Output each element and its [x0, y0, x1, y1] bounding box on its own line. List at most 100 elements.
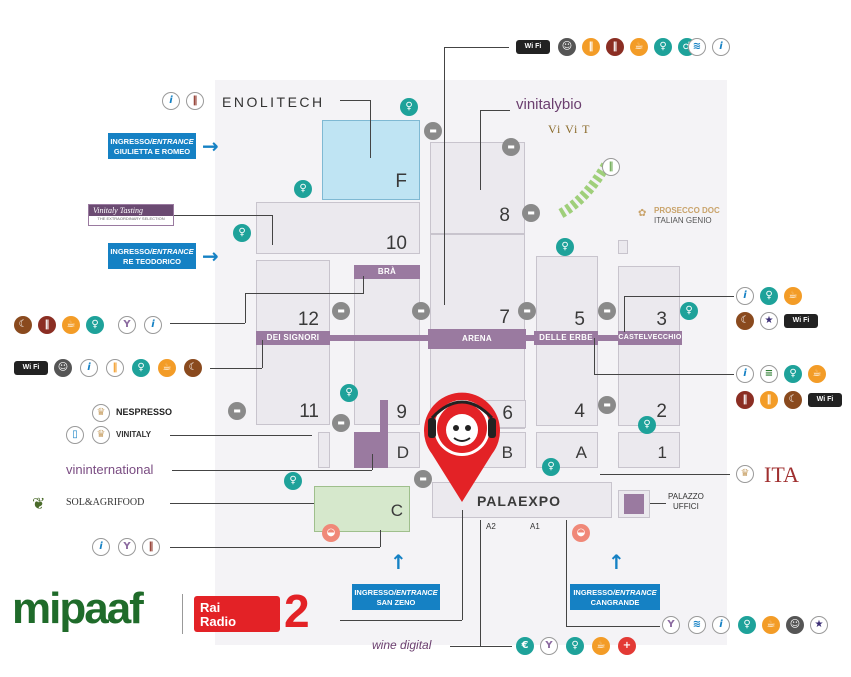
- hall-9[interactable]: 9: [354, 265, 420, 425]
- arrow-up-icon: ↑: [390, 550, 407, 574]
- shuttle-bus-icon[interactable]: ▬: [414, 470, 432, 488]
- leader-line: [566, 520, 567, 626]
- leader-line: [566, 626, 660, 627]
- leader-line: [363, 276, 364, 294]
- pavilion-arena[interactable]: ARENA: [428, 329, 526, 349]
- shuttle-bus-icon[interactable]: ▬: [332, 302, 350, 320]
- wifi-icon: Wi Fi: [784, 314, 818, 328]
- night-icon: ☾: [736, 312, 754, 330]
- atm-icon: €: [516, 637, 534, 655]
- entrance-re-teodorico[interactable]: INGRESSO/ENTRANCE RE TEODORICO: [108, 243, 196, 269]
- hall-10[interactable]: 10: [256, 202, 420, 254]
- info-icon: i: [712, 616, 730, 634]
- pavilion-dei-signori[interactable]: DEI SIGNORI: [256, 331, 330, 345]
- toilets-icon[interactable]: ♀: [542, 458, 560, 476]
- coffee-icon: ☕: [158, 359, 176, 377]
- toilets-icon[interactable]: ♀: [556, 238, 574, 256]
- toilets-icon: ♀: [784, 365, 802, 383]
- shuttle-bus-icon[interactable]: ▬: [518, 302, 536, 320]
- small-pavilion: [318, 432, 330, 468]
- info-icon: i: [736, 287, 754, 305]
- vip-star-icon: ★: [760, 312, 778, 330]
- crown-icon: ♛: [92, 426, 110, 444]
- hall-8[interactable]: 8: [430, 142, 525, 234]
- first-aid-icon: +: [618, 637, 636, 655]
- shuttle-bus-icon[interactable]: ▬: [412, 302, 430, 320]
- entrance-giulietta-romeo[interactable]: INGRESSO/ENTRANCE GIULIETTA E ROMEO: [108, 133, 196, 159]
- toilets-icon[interactable]: ♀: [638, 416, 656, 434]
- leader-line: [380, 530, 381, 547]
- coffee-icon: ☕: [808, 365, 826, 383]
- leader-line: [444, 47, 509, 48]
- shuttle-bus-icon[interactable]: ▬: [598, 396, 616, 414]
- toilets-icon: ♀: [760, 287, 778, 305]
- night-icon: ☾: [14, 316, 32, 334]
- olive-branch-icon: ❦: [32, 496, 46, 513]
- prosecco-name: PROSECCO DOC: [654, 206, 720, 215]
- shuttle-bus-icon[interactable]: ▬: [502, 138, 520, 156]
- palazzo-uffici-label: PALAZZO UFFICI: [668, 492, 704, 511]
- entrance-san-zeno[interactable]: INGRESSO/ENTRANCE SAN ZENO: [352, 584, 440, 610]
- toilets-icon[interactable]: ♀: [340, 384, 358, 402]
- leader-line: [262, 340, 263, 368]
- leader-line: [170, 323, 245, 324]
- enolitech-logo: ENOLITECH: [222, 94, 325, 110]
- toilets-icon[interactable]: ♀: [294, 180, 312, 198]
- arrow-right-icon: →: [202, 244, 219, 268]
- hall-label: 12: [297, 309, 319, 330]
- wifi-icon: Wi Fi: [808, 393, 842, 407]
- prosecco-kiosk: [618, 240, 628, 254]
- winedigital-logo: wine digital: [372, 638, 432, 652]
- leader-line: [170, 503, 314, 504]
- coffee-icon: ☕: [762, 616, 780, 634]
- info-icon: i: [92, 538, 110, 556]
- night-icon: ☾: [784, 391, 802, 409]
- entrance-cangrande[interactable]: INGRESSO/ENTRANCE CANGRANDE: [570, 584, 660, 610]
- shuttle-bus-icon[interactable]: ▬: [522, 204, 540, 222]
- toilets-icon: ♀: [132, 359, 150, 377]
- entrance-name: CANGRANDE: [590, 598, 640, 607]
- vinitalybio-logo: vinitalybio: [516, 96, 582, 113]
- chef-icon: ☺: [786, 616, 804, 634]
- pavilion-castelvecchio[interactable]: CASTELVECCHIO: [618, 331, 682, 345]
- leader-line: [462, 510, 463, 620]
- shower-icon: ≋: [688, 616, 706, 634]
- meeting-point-icon[interactable]: ◒: [572, 524, 590, 542]
- wine-glass-icon: Y: [662, 616, 680, 634]
- toilets-icon[interactable]: ♀: [284, 472, 302, 490]
- pavilion-delle-erbe[interactable]: DELLE ERBE: [534, 331, 598, 345]
- toilets-icon: ♀: [566, 637, 584, 655]
- restaurant-icon: ‖: [602, 158, 620, 176]
- prosecco-logo: PROSECCO DOC ITALIAN GENIO: [654, 206, 720, 226]
- toilets-icon[interactable]: ♀: [400, 98, 418, 116]
- toilets-icon: ♀: [654, 38, 672, 56]
- hall-1[interactable]: 1: [618, 432, 680, 468]
- toilets-icon[interactable]: ♀: [233, 224, 251, 242]
- meeting-point-icon[interactable]: ◒: [322, 524, 340, 542]
- hall-d-stand: [354, 432, 388, 468]
- chef-icon: ☺: [54, 359, 72, 377]
- hall-f[interactable]: F: [322, 120, 420, 200]
- hall-label: B: [501, 443, 513, 462]
- shuttle-bus-icon[interactable]: ▬: [598, 302, 616, 320]
- toilets-icon[interactable]: ♀: [680, 302, 698, 320]
- hall-label: 7: [499, 307, 510, 328]
- pavilion-bra[interactable]: BRÀ: [354, 265, 420, 279]
- shuttle-bus-icon[interactable]: ▬: [332, 414, 350, 432]
- leader-line: [170, 547, 380, 548]
- hall-3[interactable]: 3 2: [618, 266, 680, 426]
- vinitaly-tasting-sub: THE EXTRAORDINARY SELECTION: [97, 216, 165, 221]
- hall-label: F: [395, 171, 407, 192]
- entrance-label: INGRESSO: [573, 588, 613, 597]
- shuttle-bus-icon[interactable]: ▬: [228, 402, 246, 420]
- restaurant-icon: ‖: [760, 391, 778, 409]
- hall-label: C: [390, 501, 403, 520]
- coffee-icon: ☕: [62, 316, 80, 334]
- entrance-label: INGRESSO: [110, 137, 150, 146]
- vivit-logo: Vi Vi T: [548, 122, 591, 136]
- coffee-icon: ☕: [592, 637, 610, 655]
- restaurant-icon: ‖: [186, 92, 204, 110]
- leader-line: [480, 110, 510, 111]
- leader-line: [272, 215, 273, 245]
- shuttle-bus-icon[interactable]: ▬: [424, 122, 442, 140]
